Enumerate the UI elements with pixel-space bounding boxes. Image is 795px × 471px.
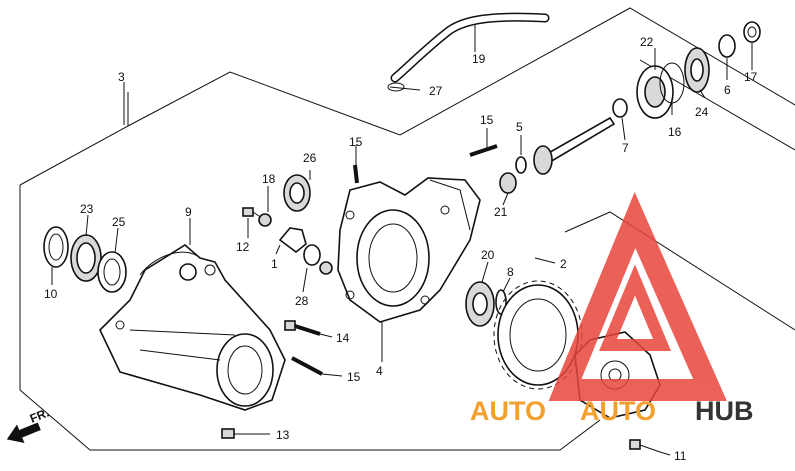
callout-11: 11 (674, 449, 687, 463)
callout-15-lower: 15 (347, 370, 361, 384)
front-direction-arrow (6, 422, 41, 444)
callout-17: 17 (744, 70, 758, 84)
part-12-bolt (242, 207, 263, 219)
part-15-stud-middle (353, 164, 359, 184)
callout-14: 14 (336, 331, 350, 345)
part-17-washer (743, 21, 761, 43)
part-23-bearing (70, 234, 102, 282)
pinion-shaft (533, 116, 616, 175)
callout-3: 3 (118, 70, 125, 84)
part-7-spacer (612, 98, 628, 118)
part-19-breather-hose (390, 12, 550, 83)
callout-16: 16 (668, 125, 682, 139)
part-10-oil-seal (43, 226, 69, 268)
callout-2: 2 (560, 257, 567, 271)
part-24-spline-gear (684, 47, 710, 93)
part-15-stud-lower (291, 356, 323, 376)
part-26-oil-seal (283, 174, 311, 212)
part-27-clip (387, 82, 405, 92)
leader-lines (51, 25, 753, 456)
callout-19: 19 (472, 52, 486, 66)
watermark-logo (548, 191, 727, 401)
watermark-text-auto-2: AUTO (580, 396, 656, 426)
part-13-bolt (221, 428, 248, 439)
part-18-washer (258, 213, 272, 227)
part-6-nut (718, 34, 736, 58)
callout-13: 13 (276, 428, 290, 442)
part-11-bolt (629, 439, 661, 453)
callout-20: 20 (481, 248, 495, 262)
part-28-o-ring (303, 244, 333, 275)
callout-28: 28 (295, 294, 309, 308)
part-1-cap (278, 227, 307, 254)
callout-23: 23 (80, 202, 94, 216)
callout-15-middle: 15 (349, 135, 363, 149)
direction-label: FR. (28, 406, 51, 426)
callout-8: 8 (507, 265, 514, 279)
callout-9: 9 (185, 205, 192, 219)
watermark-text-hub: HUB (695, 396, 754, 426)
part-20-bearing (465, 281, 495, 327)
callout-10: 10 (44, 287, 58, 301)
callout-21: 21 (494, 205, 508, 219)
callout-18: 18 (262, 172, 276, 186)
part-15-stud-upper (469, 144, 498, 157)
callout-12: 12 (236, 240, 250, 254)
callout-7: 7 (622, 141, 629, 155)
callout-4: 4 (376, 364, 383, 378)
callout-24: 24 (695, 105, 709, 119)
callout-22: 22 (640, 35, 654, 49)
part-4-gear-case (337, 177, 481, 323)
callout-6: 6 (724, 83, 731, 97)
part-16-bearing (636, 65, 674, 119)
callout-15-upper: 15 (480, 113, 494, 127)
part-9-housing (99, 244, 286, 411)
callout-labels: 3 27 19 22 17 6 24 16 7 5 15 21 15 26 18… (44, 35, 758, 463)
part-21-bearing (499, 172, 517, 194)
watermark-text-auto-1: AUTO (470, 396, 546, 426)
callout-25: 25 (112, 215, 126, 229)
part-25-ring (97, 251, 127, 293)
part-5-ring (515, 156, 527, 174)
callout-5: 5 (516, 120, 523, 134)
callout-26: 26 (303, 151, 317, 165)
part-2-ring-gear (493, 280, 583, 390)
part-14-bolt (284, 320, 321, 336)
callout-27: 27 (429, 84, 443, 98)
callout-1: 1 (271, 257, 278, 271)
